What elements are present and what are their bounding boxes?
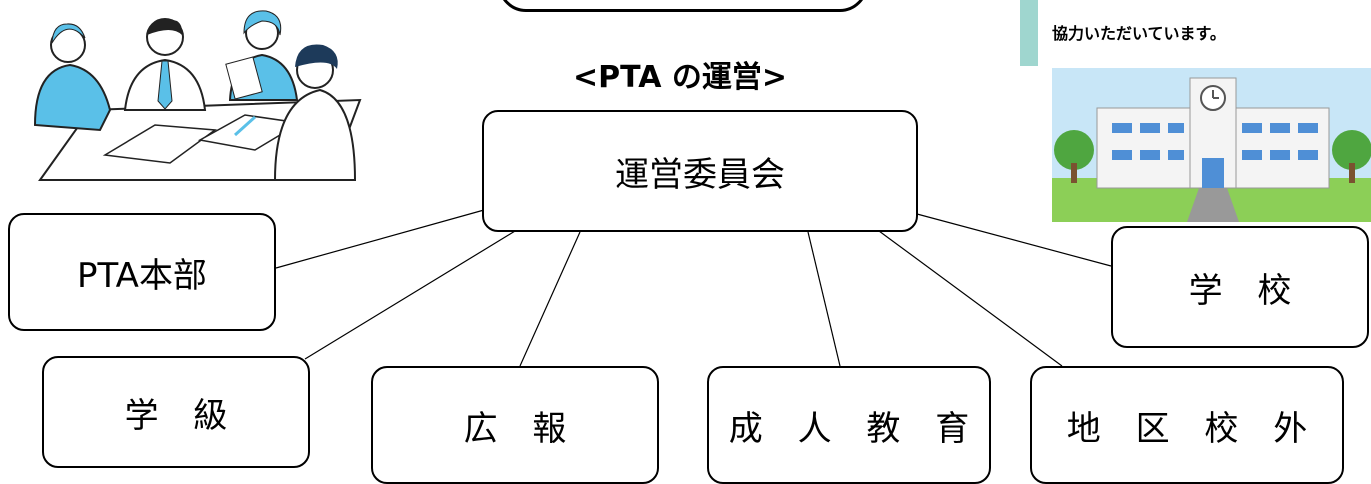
line-chiku — [874, 227, 1063, 367]
node-chiku-label: 地 区 校 外 — [1066, 408, 1320, 449]
node-chiku: 地 区 校 外 — [1030, 366, 1344, 484]
node-center: 運営委員会 — [482, 110, 918, 232]
node-gakko: 学 校 — [1111, 226, 1369, 348]
school-illustration — [1052, 68, 1371, 222]
line-koho — [519, 231, 581, 367]
node-center-label: 運営委員会 — [615, 154, 785, 195]
line-honbu — [275, 209, 485, 269]
note-text: 協力いただいています。 — [1052, 24, 1226, 43]
node-honbu-label: PTA本部 — [77, 255, 207, 296]
line-gakko — [916, 213, 1112, 267]
node-gakko-label: 学 校 — [1188, 270, 1304, 311]
node-seijin: 成 人 教 育 — [707, 366, 991, 484]
node-seijin-label: 成 人 教 育 — [728, 408, 982, 449]
line-seijin — [807, 231, 841, 367]
node-honbu: PTA本部 — [8, 213, 276, 331]
node-gakkyu-label: 学 級 — [124, 395, 240, 436]
line-gakkyu — [304, 227, 521, 360]
note-box — [1020, 0, 1371, 66]
meeting-illustration — [33, 10, 362, 181]
node-koho: 広 報 — [371, 366, 659, 484]
node-gakkyu: 学 級 — [42, 356, 310, 468]
node-koho-label: 広 報 — [463, 408, 579, 449]
page-title: <PTA の運営> — [572, 60, 788, 95]
